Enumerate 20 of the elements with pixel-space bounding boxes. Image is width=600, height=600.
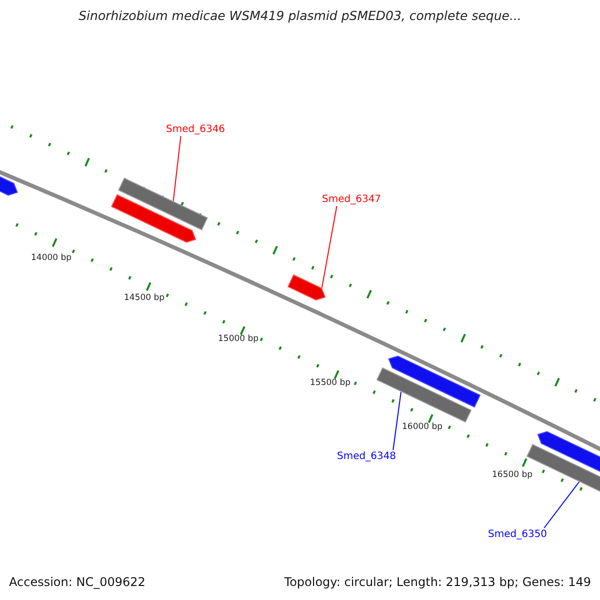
gene-label: Smed_6347 <box>322 194 382 205</box>
gene-label: Smed_6348 <box>337 451 396 462</box>
gene-bar <box>376 367 472 423</box>
gene-label: Smed_6346 <box>166 124 226 135</box>
leader-line <box>172 136 182 202</box>
title: Sinorhizobium medicae WSM419 plasmid pSMED03, complete seque... <box>78 8 522 23</box>
scale-label: 16500 bp <box>492 470 533 480</box>
footer-text: Topology: circular; Length: 219,313 bp; Genes: 149 <box>284 575 591 589</box>
scale-label: 14500 bp <box>124 293 165 303</box>
scale-label: 15500 bp <box>310 378 351 388</box>
scale-label: 15000 bp <box>218 334 259 344</box>
scale-label: 16000 bp <box>402 422 443 432</box>
scale-label: 14000 bp <box>31 253 72 263</box>
gene-arrow <box>287 274 326 301</box>
leader-line <box>544 481 580 528</box>
footer-text: Accession: NC_009622 <box>9 575 146 589</box>
leader-line <box>321 206 338 288</box>
gene-bar <box>118 178 208 230</box>
leader-line <box>392 392 402 450</box>
gene-label: Smed_6350 <box>488 529 548 540</box>
